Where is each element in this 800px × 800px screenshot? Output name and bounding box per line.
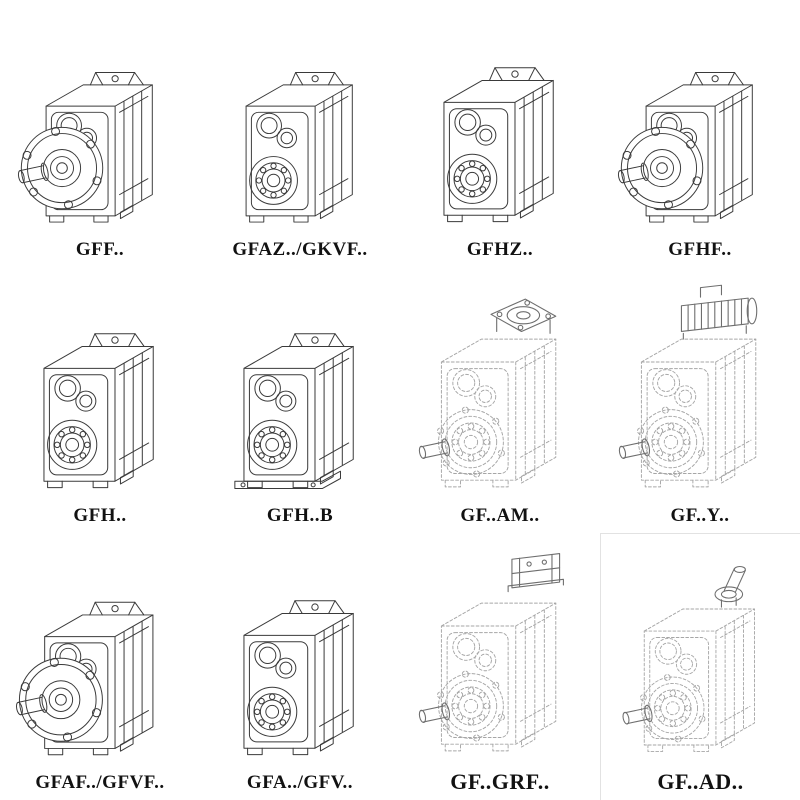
gearbox-cell-gff: GFF..	[0, 0, 200, 267]
gearbox-label: GFAF../GFVF..	[35, 772, 165, 794]
hollow-shaft-gearbox-icon	[443, 66, 555, 222]
gearbox-label: GF..AM..	[460, 505, 540, 527]
gearbox-label: GFHF..	[668, 238, 732, 260]
flange-output-gearbox-icon	[616, 71, 753, 223]
gearbox-cell-gfh: GFH..	[0, 267, 200, 534]
gearbox-label: GF..Y..	[670, 505, 730, 527]
gearbox-label: GF..AD..	[657, 768, 744, 794]
gearbox-cell-gfa-gfv: GFA../GFV..	[200, 533, 400, 800]
gearbox-with-servo-adapter-icon	[417, 552, 565, 752]
gearbox-cell-gf-ad: GF..AD..	[600, 533, 800, 800]
gearbox-with-input-flange-icon	[417, 298, 557, 488]
gearbox-cell-gfhf: GFHF..	[600, 0, 800, 267]
gearbox-label: GF..GRF..	[450, 768, 550, 794]
gearbox-with-input-shaft-adapter-icon	[621, 565, 756, 752]
gearbox-cell-gf-grf: GF..GRF..	[400, 533, 600, 800]
gearbox-cell-gfh-b: GFH..B	[200, 267, 400, 534]
gearbox-cell-gf-y: GF..Y..	[600, 267, 800, 534]
gearbox-cell-gfaz-gkvf: GFAZ../GKVF..	[200, 0, 400, 267]
foot-mounted-gearbox-icon	[234, 333, 355, 490]
hollow-shaft-gearbox-icon	[43, 333, 155, 489]
gearbox-label: GFAZ../GKVF..	[232, 238, 368, 260]
flange-output-gearbox-icon	[16, 71, 153, 223]
gearbox-label: GFH..	[73, 505, 127, 527]
hollow-shaft-gearbox-icon	[243, 600, 355, 756]
gearbox-cell-gfaf-gfvf: GFAF../GFVF..	[0, 533, 200, 800]
gearbox-cell-gf-am: GF..AM..	[400, 267, 600, 534]
gearbox-label: GFF..	[75, 238, 125, 260]
flange-output-gearbox-icon	[14, 601, 154, 756]
gearbox-label: GFA../GFV..	[246, 772, 354, 794]
gearbox-with-motor-icon	[617, 285, 758, 488]
gearbox-label: GFHZ..	[466, 238, 534, 260]
gearbox-label: GFH..B	[266, 505, 334, 527]
gearbox-cell-gfhz: GFHZ..	[400, 0, 600, 267]
hollow-shaft-gearbox-icon	[245, 71, 353, 223]
